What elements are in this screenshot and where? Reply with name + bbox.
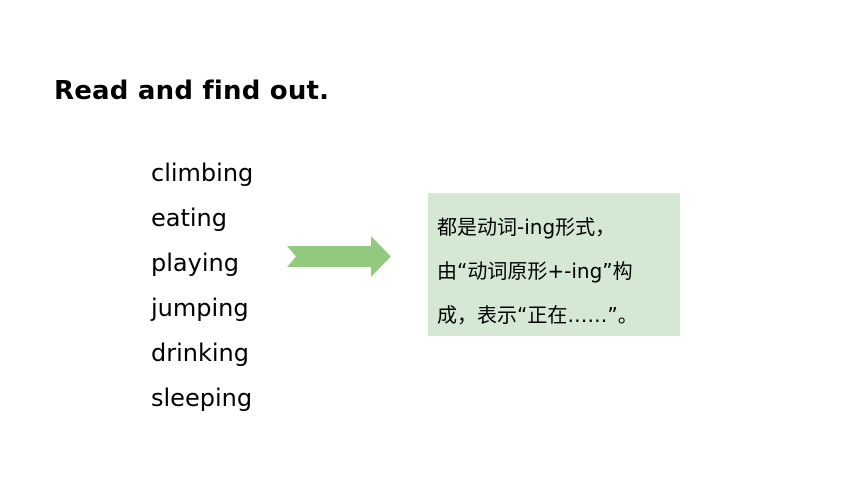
word-list: climbing eating playing jumping drinking…	[151, 153, 253, 423]
word-item: jumping	[151, 294, 249, 322]
explanation-line: 成，表示“正在……”。	[437, 303, 638, 327]
slide-heading: Read and find out.	[54, 76, 330, 106]
word-item: playing	[151, 249, 239, 277]
right-arrow-icon	[287, 236, 391, 277]
word-item: drinking	[151, 339, 249, 367]
explanation-line: 都是动词-ing形式，	[437, 215, 616, 239]
word-item: sleeping	[151, 384, 253, 412]
explanation-box: 都是动词-ing形式， 由“动词原形+-ing”构 成，表示“正在……”。	[428, 193, 680, 336]
word-item: eating	[151, 204, 227, 232]
explanation-line: 由“动词原形+-ing”构	[437, 259, 633, 283]
word-item: climbing	[151, 159, 254, 187]
